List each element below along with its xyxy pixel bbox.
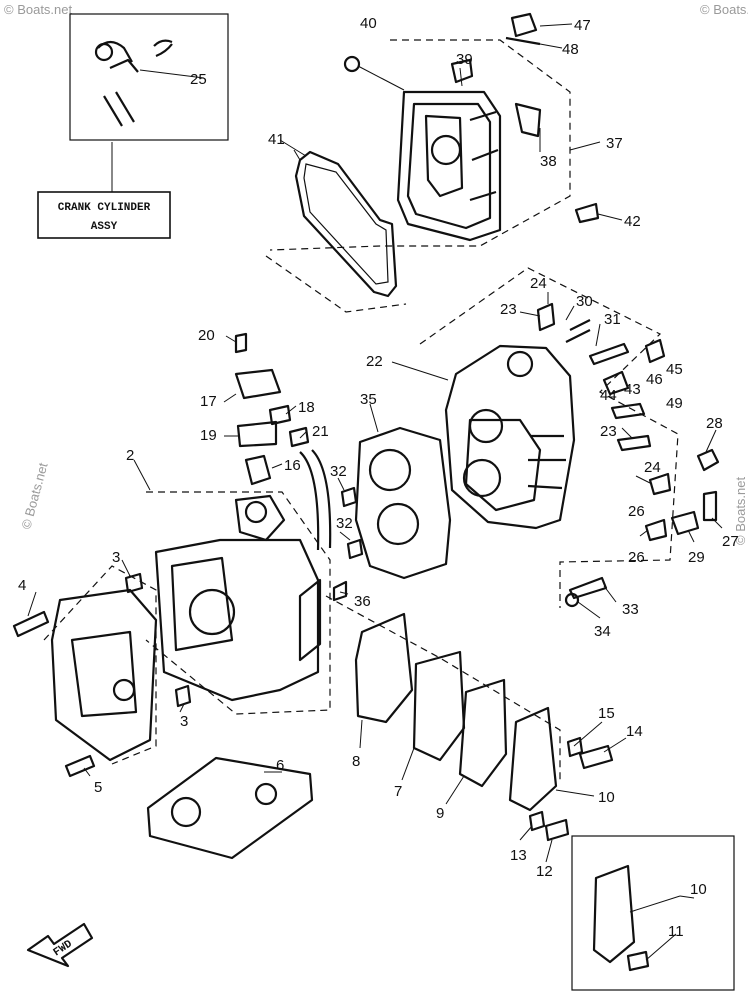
label-p32: 26: [628, 503, 645, 520]
part-labels: 40 47 48 39 25 38 37 41 42 24 30 23 31 2…: [18, 15, 739, 940]
label-p47: 14: [626, 723, 643, 740]
label-p14: 20: [198, 327, 215, 344]
label-p22: 49: [666, 395, 683, 412]
label-p50: 10: [598, 789, 615, 806]
base-gasket-6: [146, 756, 314, 860]
label-p2: 47: [574, 17, 591, 34]
label-p25: 21: [312, 423, 329, 440]
crankcase-block-group: [145, 332, 348, 715]
label-p11: 30: [576, 293, 593, 310]
label-p9: 42: [624, 213, 641, 230]
cylinder-head-group: [391, 267, 720, 608]
head-gasket-35: [340, 426, 452, 580]
label-p30: 2: [126, 447, 134, 464]
label-p6: 38: [540, 153, 557, 170]
label-p31: 32: [330, 463, 347, 480]
watermark-top-right: © Boats.net: [700, 2, 748, 17]
label-p8: 41: [268, 131, 285, 148]
label-p38: 4: [18, 577, 26, 594]
head-cover-group: [269, 12, 623, 251]
watermark-side-left: © Boats.net: [18, 461, 50, 531]
label-p12: 23: [500, 301, 517, 318]
label-p37: 3: [112, 549, 120, 566]
label-p1: 40: [360, 15, 377, 32]
label-p34: 26: [628, 549, 645, 566]
exhaust-plates: [325, 595, 614, 842]
cover-gasket-41: [265, 139, 407, 313]
label-p4: 39: [456, 51, 473, 68]
label-p5: 25: [190, 71, 207, 88]
label-p7: 37: [606, 135, 623, 152]
label-p44: 6: [276, 757, 284, 774]
label-p15: 22: [366, 353, 383, 370]
label-p35: 27: [722, 533, 739, 550]
label-p10: 24: [530, 275, 547, 292]
label-p43: 5: [94, 779, 102, 796]
callout-line2: ASSY: [91, 221, 118, 233]
label-p3: 48: [562, 41, 579, 58]
callout-line1: CRANK CYLINDER: [58, 202, 151, 214]
label-p33: 32: [336, 515, 353, 532]
inset-cover-box: [571, 835, 735, 991]
label-p19: 17: [200, 393, 217, 410]
label-p49: 9: [436, 805, 444, 822]
label-p27: 23: [600, 423, 617, 440]
crank-cylinder-callout: CRANK CYLINDER ASSY: [37, 191, 171, 239]
label-p54: 11: [668, 923, 684, 940]
label-p21: 44: [600, 387, 617, 404]
fwd-arrow: FWD: [26, 922, 94, 968]
label-p52: 12: [536, 863, 553, 880]
label-p36: 29: [688, 549, 705, 566]
watermark-top-left: © Boats.net: [4, 2, 73, 17]
crankcase-side-group: [12, 565, 192, 778]
label-p23: 35: [360, 391, 377, 408]
label-p29: 24: [644, 459, 661, 476]
label-p41: 34: [594, 623, 611, 640]
watermarks: © Boats.net © Boats.net © Boats.net © Bo…: [4, 2, 748, 545]
inset-detail-box: [69, 13, 229, 192]
label-p42: 3: [180, 713, 188, 730]
label-p13: 31: [604, 311, 621, 328]
leader-lines: [27, 67, 723, 961]
label-p53: 10: [690, 881, 707, 898]
label-p45: 8: [352, 753, 360, 770]
label-p18: 43: [624, 381, 641, 398]
label-p24: 19: [200, 427, 217, 444]
label-p28: 16: [284, 457, 301, 474]
label-p40: 33: [622, 601, 639, 618]
label-p48: 7: [394, 783, 402, 800]
label-p26: 28: [706, 415, 723, 432]
label-p39: 36: [354, 593, 371, 610]
label-p46: 15: [598, 705, 615, 722]
label-p16: 45: [666, 361, 683, 378]
label-p17: 46: [646, 371, 663, 388]
watermark-side-right: © Boats.net: [733, 476, 748, 545]
label-p20: 18: [298, 399, 315, 416]
label-p51: 13: [510, 847, 527, 864]
